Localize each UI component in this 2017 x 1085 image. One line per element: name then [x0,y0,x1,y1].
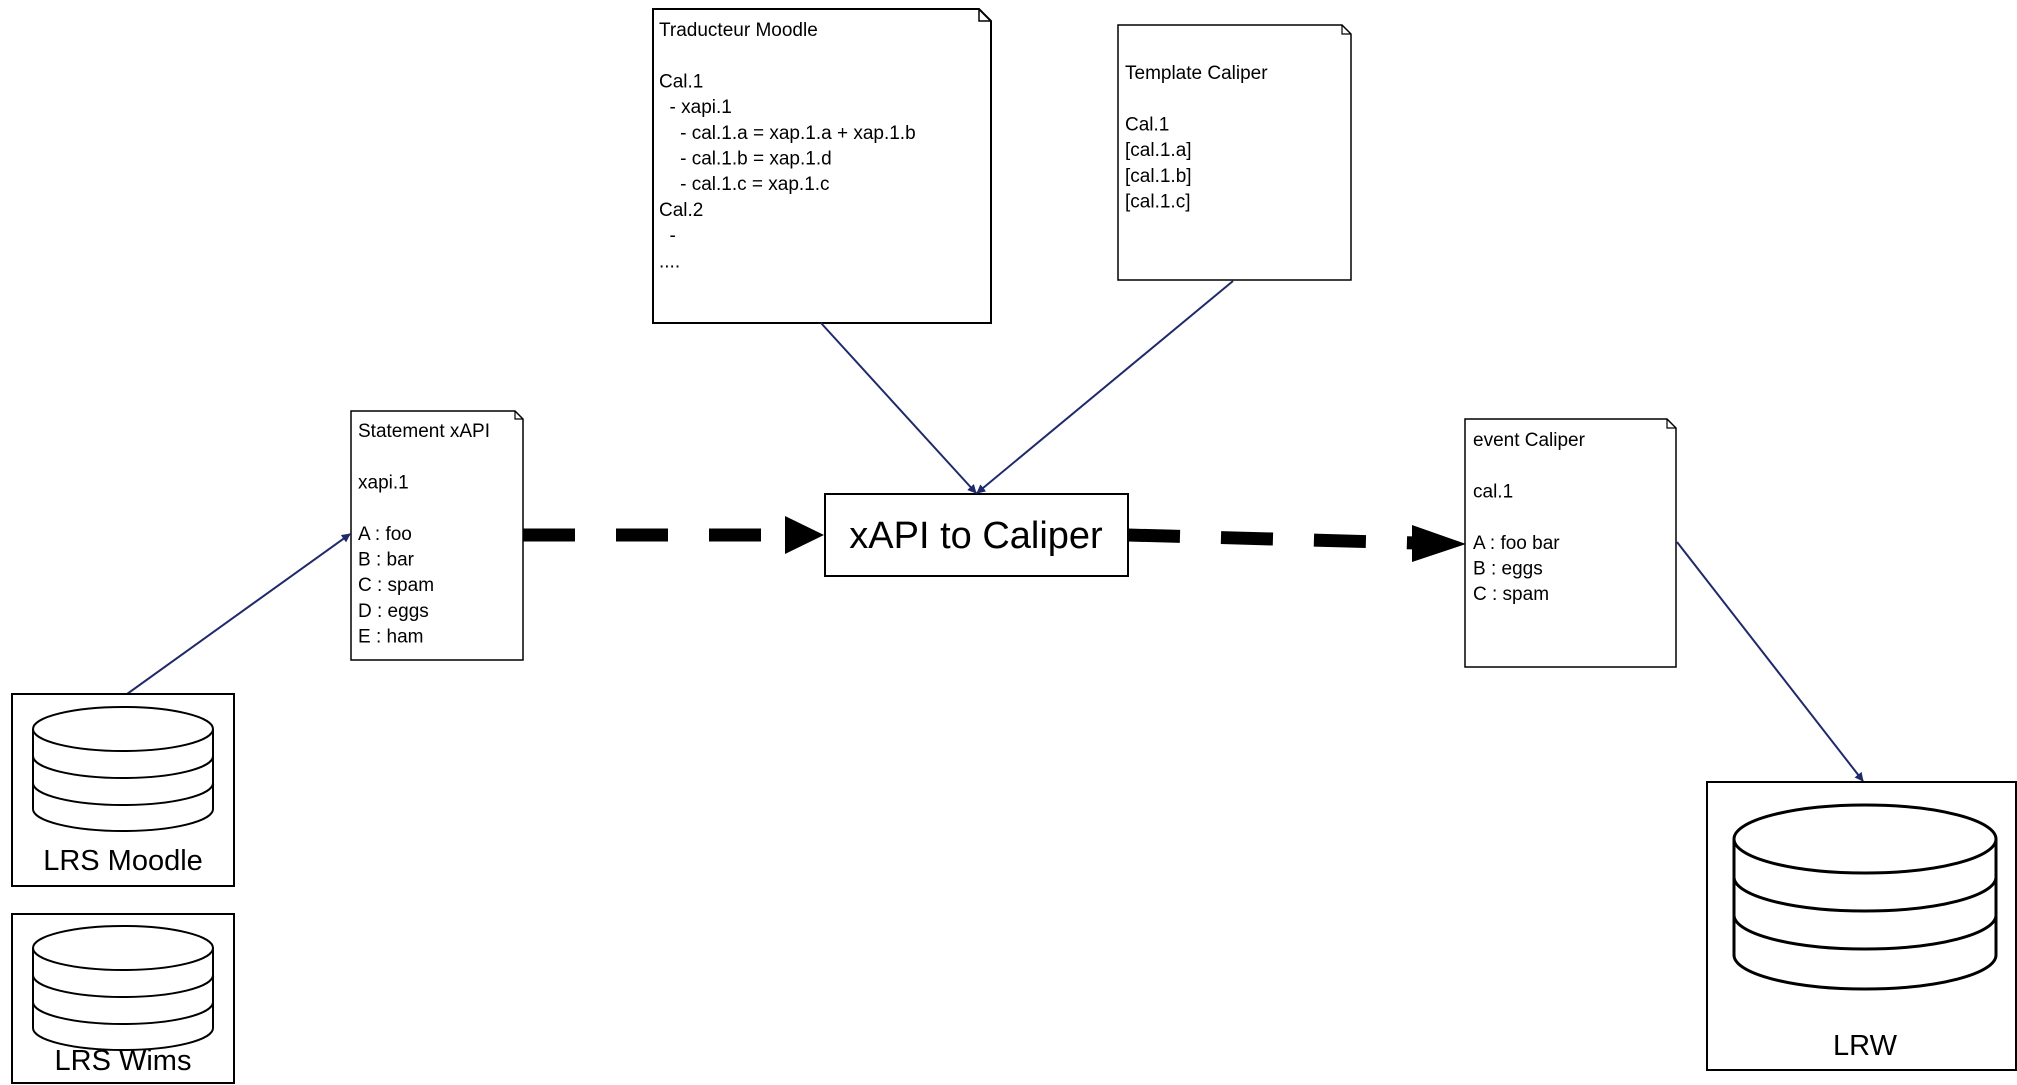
connector-traducteur-to-converter [820,322,977,494]
flow-arrow-statement-to-converter [523,516,824,554]
connector-template-to-converter [976,280,1234,494]
connector-event-to-lrw [1676,541,1864,782]
database-icon [32,706,214,832]
note-line: Cal.1 [659,71,703,92]
note-line [358,447,363,468]
traducteur-moodle-note: Traducteur Moodle Cal.1 - xapi.1 - cal.1… [652,8,992,324]
note-line: cal.1 [1473,481,1513,502]
note-line: E : ham [358,627,423,648]
note-line: [cal.1.c] [1125,192,1190,213]
note-line: C : spam [1473,584,1549,605]
note-line: [cal.1.a] [1125,140,1192,161]
note-line: Cal.2 [659,200,703,221]
connector-lrs-moodle-to-statement [126,533,351,695]
note-line: - xapi.1 [659,97,732,118]
statement-note-title: Statement xAPI [358,421,490,442]
statement-xapi-note: Statement xAPI xapi.1 A : foo B : bar C : … [350,410,524,661]
note-line [1125,89,1130,110]
note-line: D : eggs [358,601,429,622]
lrw-label: LRW [1833,1030,1898,1062]
traducteur-note-title: Traducteur Moodle [659,20,818,41]
note-line: B : eggs [1473,559,1543,580]
note-line: C : spam [358,575,434,596]
flow-arrow-converter-to-event [1127,525,1466,562]
converter-label: xAPI to Caliper [849,515,1103,557]
database-icon [32,925,214,1051]
note-line [659,46,664,67]
database-icon [1732,803,1998,991]
template-caliper-note: Template Caliper Cal.1 [cal.1.a] [cal.1.b]… [1117,24,1352,281]
statement-note-body: xapi.1 A : foo B : bar C : spam D : eggs E :… [358,447,434,648]
template-note-title: Template Caliper [1125,63,1268,84]
lrw-database: LRW [1706,781,2017,1071]
lrs-moodle-label: LRS Moodle [43,845,203,877]
note-line: Cal.1 [1125,114,1169,135]
event-note-body: cal.1 A : foo bar B : eggs C : spam [1473,456,1560,606]
note-line: [cal.1.b] [1125,166,1192,187]
note-line: - cal.1.a = xap.1.a + xap.1.b [659,123,916,144]
note-line: B : bar [358,550,415,571]
event-note-title: event Caliper [1473,430,1586,451]
note-line: - [659,226,676,247]
note-line [1473,456,1478,477]
note-line: .... [659,251,680,272]
note-line: xapi.1 [358,472,409,493]
template-note-body: Cal.1 [cal.1.a] [cal.1.b] [cal.1.c] [1125,89,1192,213]
note-line: A : foo [358,524,412,545]
lrs-wims-label: LRS Wims [55,1045,192,1077]
note-line [358,498,363,519]
note-line [1473,507,1478,528]
lrs-wims-database: LRS Wims [11,913,235,1084]
lrs-moodle-database: LRS Moodle [11,693,235,887]
xapi-to-caliper-converter: xAPI to Caliper [824,493,1129,577]
traducteur-note-body: Cal.1 - xapi.1 - cal.1.a = xap.1.a + xap… [659,46,916,273]
note-line: A : foo bar [1473,533,1560,554]
note-line: - cal.1.c = xap.1.c [659,174,830,195]
note-line: - cal.1.b = xap.1.d [659,149,832,170]
